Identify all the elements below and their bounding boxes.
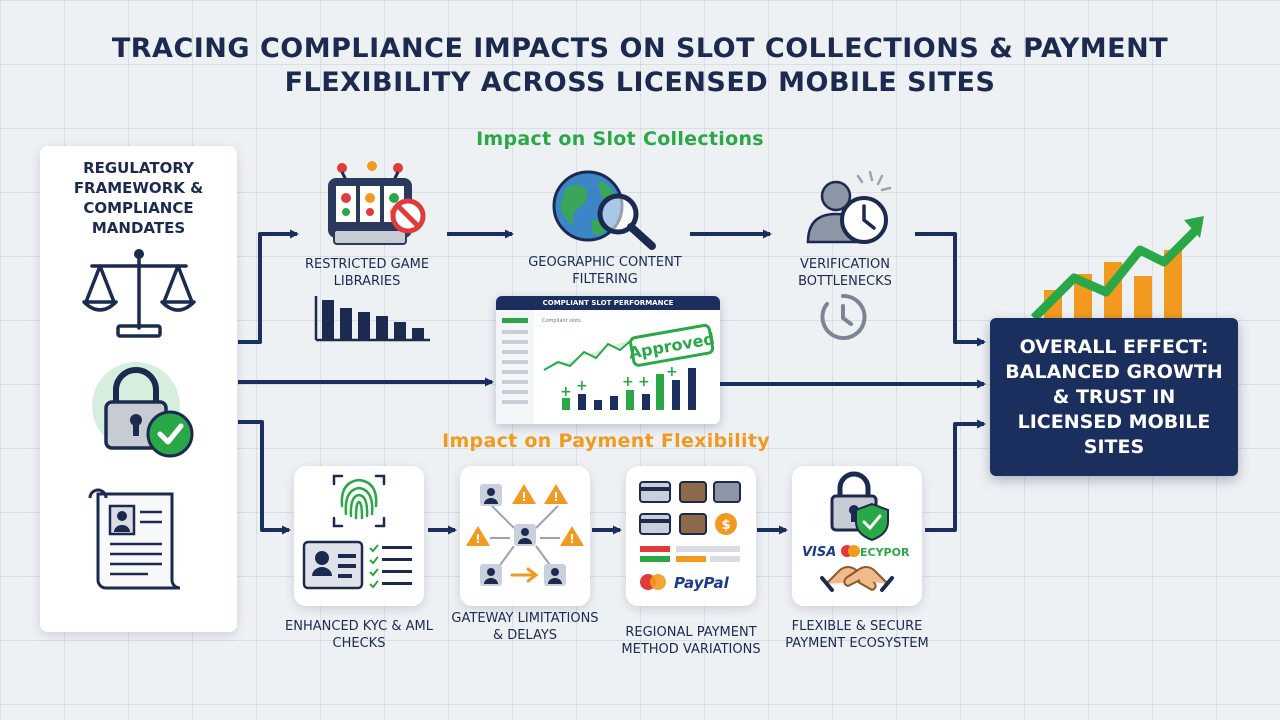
step-gateway-limitations: Gateway Limitations & Delays — [451, 611, 599, 643]
fingerprint-id-icon — [302, 474, 412, 590]
dashboard-title: Compliant Slot Performance — [496, 296, 720, 310]
growth-chart-icon — [1030, 216, 1204, 322]
step-restricted-libraries: Restricted Game Libraries — [304, 257, 430, 289]
visa-logo: VISA — [802, 545, 836, 560]
dashboard-chart: Compliant slots +++ ++ Approved — [496, 310, 716, 424]
svg-text:!: ! — [569, 532, 574, 546]
document-scroll-icon — [88, 488, 181, 590]
step-verification-bottlenecks: Verification Bottlenecks — [798, 257, 892, 289]
step-regional-variations: Regional Payment Method Variations — [621, 625, 761, 657]
scales-icon — [82, 249, 196, 338]
payment-cards-icon: $ PayPal — [639, 481, 741, 592]
page-title: Tracing Compliance Impacts on Slot Colle… — [111, 33, 1169, 98]
summary-text: Overall Effect: Balanced Growth & Trust … — [1005, 335, 1223, 458]
svg-text:+: + — [576, 378, 588, 394]
svg-text:+: + — [666, 364, 678, 380]
ecosystem-card — [792, 466, 922, 606]
svg-text:!: ! — [521, 490, 526, 504]
slot-machine-blocked-icon — [328, 161, 426, 245]
slot-section-heading: Impact on Slot Collections — [476, 128, 764, 150]
ecypor-logo: ECYPOR — [860, 546, 910, 559]
connector-to-summary-bottom — [925, 419, 986, 532]
step-kyc-aml: Enhanced KYC & AML Checks — [285, 619, 433, 651]
svg-text:+: + — [560, 384, 572, 400]
summary-box: Overall Effect: Balanced Growth & Trust … — [990, 318, 1238, 476]
svg-text:$: $ — [721, 518, 730, 533]
regulatory-title: Regulatory Framework & Compliance Mandat… — [73, 159, 204, 237]
step-secure-ecosystem: Flexible & Secure Payment Ecosystem — [785, 619, 929, 651]
connector-to-restricted — [238, 229, 299, 344]
svg-text:!: ! — [475, 532, 480, 546]
padlock-check-icon — [92, 362, 194, 458]
step-geographic-filtering: Geographic Content Filtering — [528, 255, 682, 287]
connector-to-kyc — [238, 420, 291, 535]
connector-to-summary-top — [915, 232, 986, 347]
declining-bar-chart-icon — [314, 296, 430, 342]
user-clock-icon — [806, 170, 892, 244]
gateway-network-icon: ! ! ! ! — [466, 484, 584, 586]
globe-magnifier-icon — [552, 170, 656, 250]
clock-icon — [820, 293, 867, 340]
svg-text:!: ! — [553, 490, 558, 504]
paypal-logo: PayPal — [674, 574, 730, 592]
svg-text:+: + — [638, 374, 650, 390]
secure-handshake-icon: VISA ECYPOR — [802, 471, 910, 592]
dashboard-sublabel: Compliant slots — [542, 318, 581, 324]
svg-text:+: + — [622, 374, 634, 390]
payment-section-heading: Impact on Payment Flexibility — [442, 430, 770, 452]
